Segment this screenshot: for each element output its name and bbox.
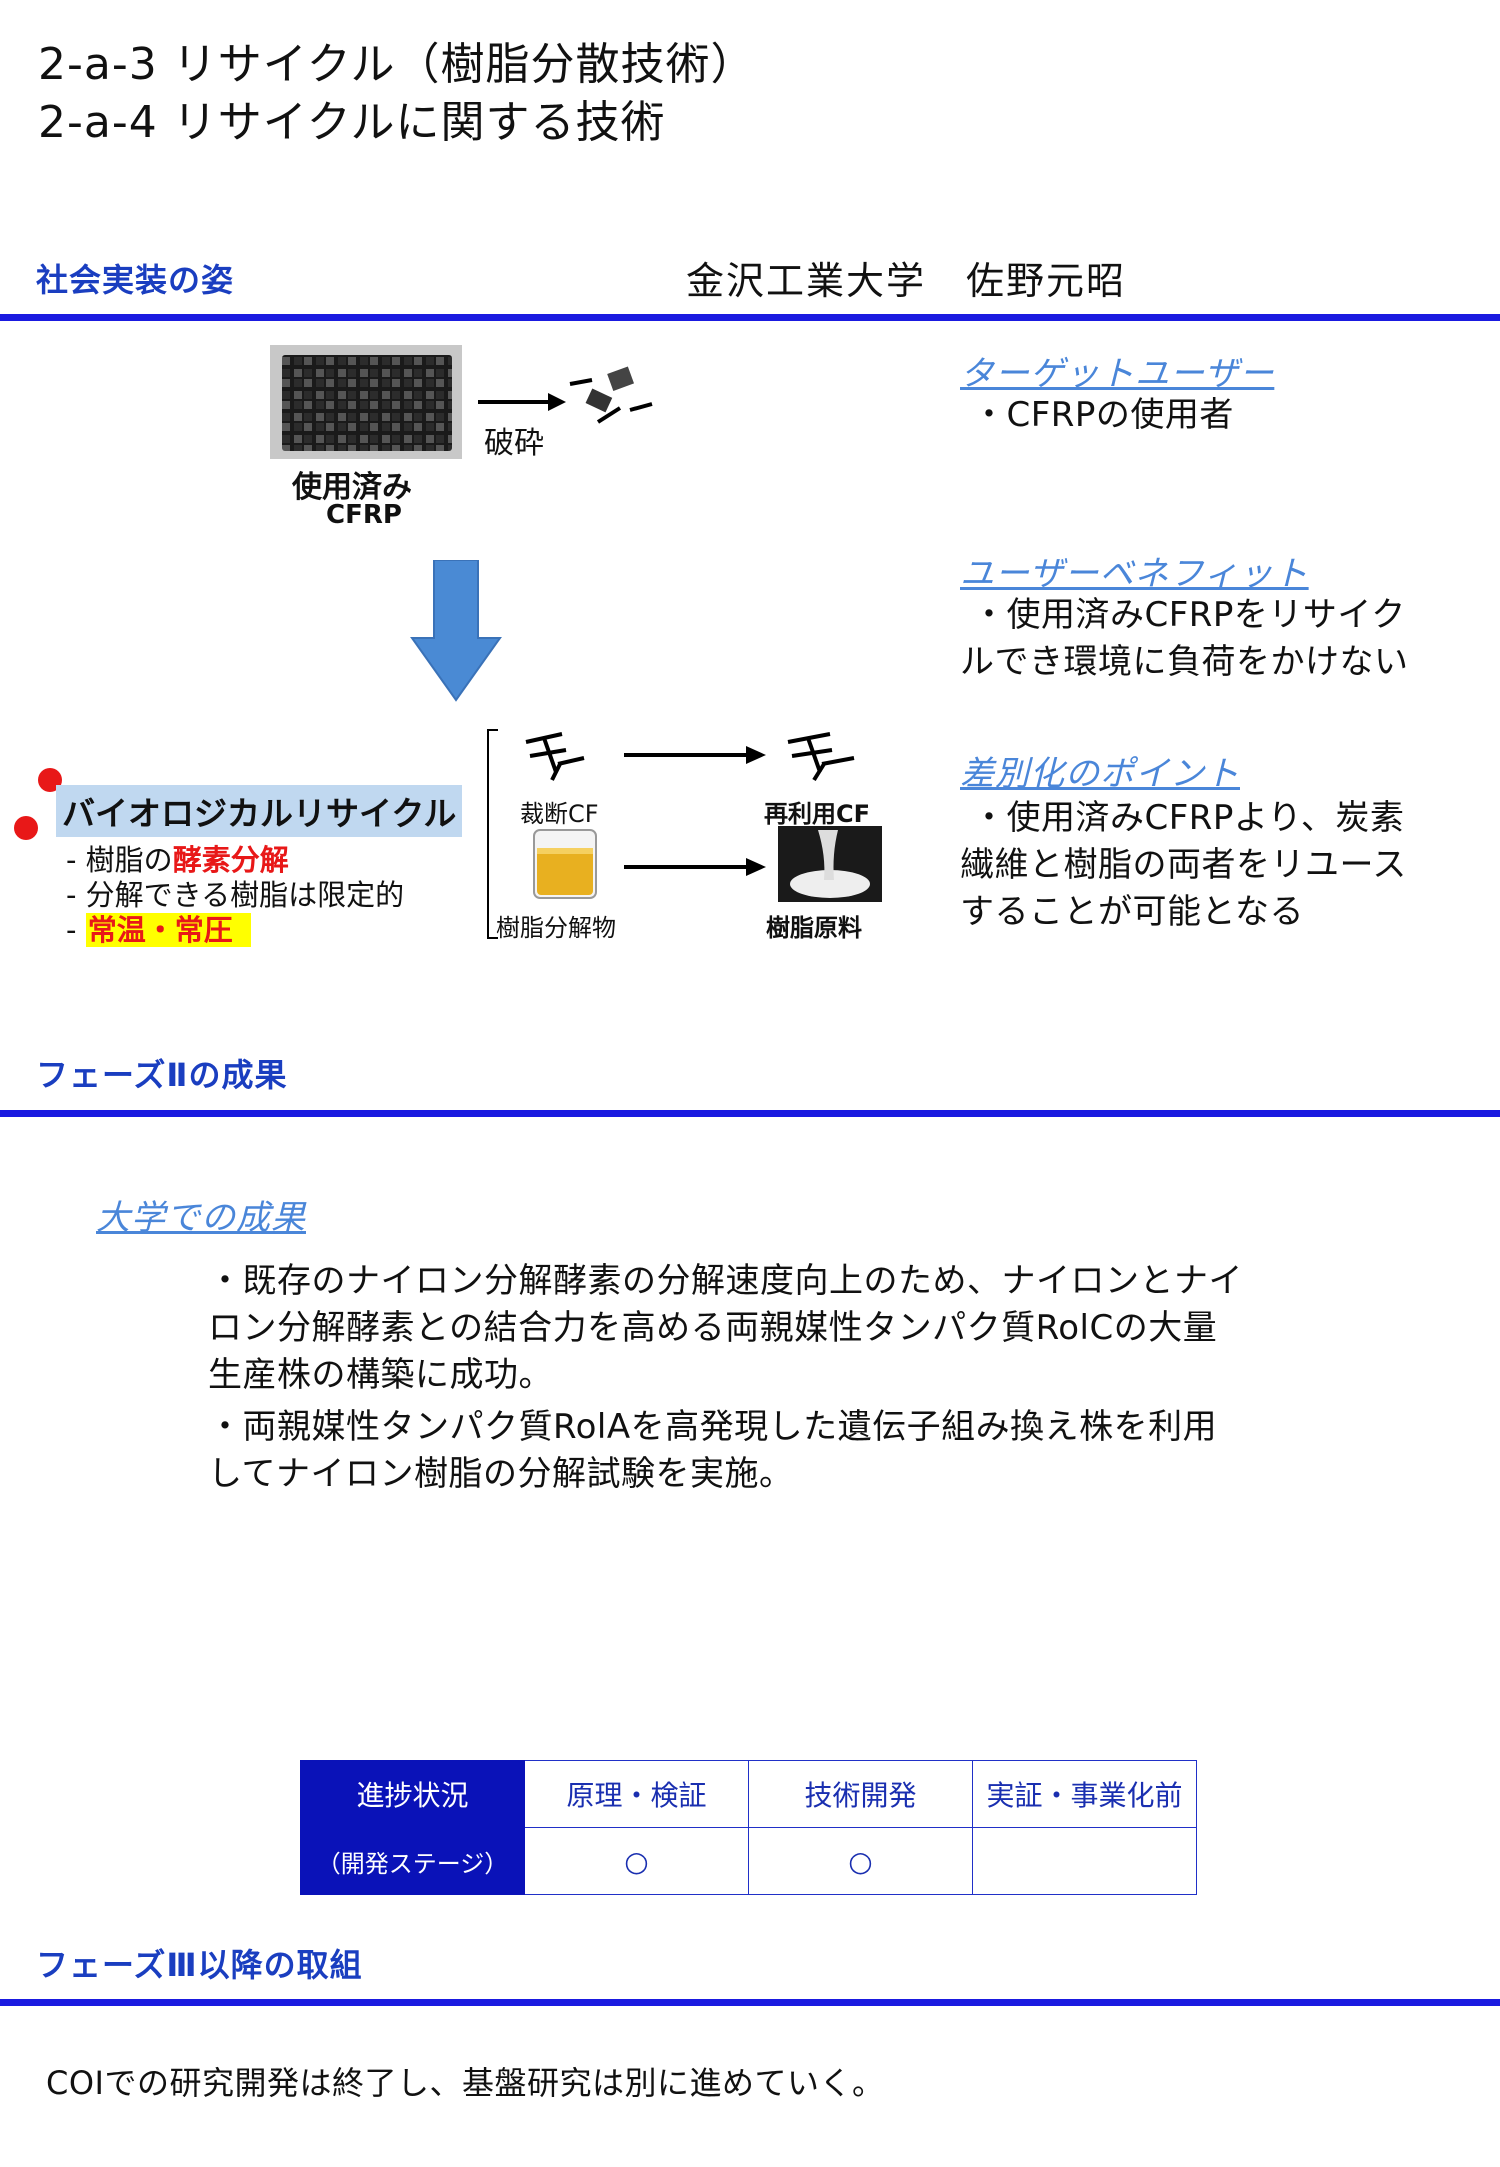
table-row: （開発ステージ） ○ ○ bbox=[300, 1827, 1197, 1895]
paragraph-line: してナイロン樹脂の分解試験を実施。 bbox=[208, 1454, 794, 1494]
resin-raw-material-label: 樹脂原料 bbox=[766, 914, 862, 942]
differentiation-text: ・使用済みCFRPより、炭素 繊維と樹脂の両者をリユース することが可能となる bbox=[960, 795, 1407, 936]
stage-header-cell: 技術開発 bbox=[748, 1760, 973, 1828]
resin-raw-material-image bbox=[778, 826, 882, 902]
differentiation-line: 繊維と樹脂の両者をリユース bbox=[960, 845, 1407, 885]
phase2-paragraph-2: ・両親媒性タンパク質RolAを高発現した遺伝子組み換え株を利用 してナイロン樹脂… bbox=[208, 1404, 1217, 1498]
resin-pour-icon bbox=[790, 830, 870, 898]
bullet-enzyme: - 樹脂の酵素分解 bbox=[66, 843, 404, 878]
crush-label: 破砕 bbox=[484, 426, 544, 461]
social-implementation-heading: 社会実装の姿 bbox=[36, 261, 235, 299]
right-arrow-icon bbox=[624, 746, 766, 764]
phase2-paragraph-1: ・既存のナイロン分解酵素の分解速度向上のため、ナイロンとナイ ロン分解酵素との結… bbox=[208, 1258, 1243, 1399]
reuse-cf-fiber-icon bbox=[787, 732, 855, 782]
beaker-icon bbox=[533, 829, 597, 899]
stage-mark-cell: ○ bbox=[524, 1827, 749, 1895]
page-title-line-2: 2-a-4 リサイクルに関する技術 bbox=[38, 97, 666, 148]
differentiation-line: ・使用済みCFRPより、炭素 bbox=[972, 798, 1405, 838]
section-rule bbox=[0, 1999, 1500, 2006]
progress-label-cell: 進捗状況 bbox=[300, 1760, 525, 1828]
used-cfrp-label-2: CFRP bbox=[326, 500, 402, 530]
user-benefit-line: ルでき環境に負荷をかけない bbox=[960, 642, 1409, 682]
paragraph-line: ・既存のナイロン分解酵素の分解速度向上のため、ナイロンとナイ bbox=[208, 1261, 1243, 1301]
down-arrow-icon bbox=[410, 560, 502, 702]
crush-arrow-icon bbox=[478, 366, 653, 424]
bullet-prefix: - bbox=[66, 913, 86, 947]
paragraph-line: 生産株の構築に成功。 bbox=[208, 1355, 553, 1395]
bracket-icon bbox=[487, 729, 498, 939]
progress-table: 進捗状況 原理・検証 技術開発 実証・事業化前 （開発ステージ） ○ ○ bbox=[300, 1760, 1197, 1895]
crushed-fragments-icon bbox=[569, 366, 653, 424]
target-user-heading: ターゲットユーザー bbox=[960, 354, 1275, 394]
stage-mark-cell: ○ bbox=[748, 1827, 973, 1895]
section-rule bbox=[0, 1110, 1500, 1117]
target-user-text: ・CFRPの使用者 bbox=[972, 395, 1234, 435]
reuse-cf-label: 再利用CF bbox=[764, 800, 871, 828]
biological-recycle-label: バイオロジカルリサイクル bbox=[56, 785, 463, 837]
enzyme-highlight: 酵素分解 bbox=[172, 843, 289, 877]
cut-cf-fiber-icon bbox=[525, 732, 585, 781]
phase3-heading: フェーズⅢ以降の取組 bbox=[36, 1946, 363, 1984]
bullet-prefix: - 樹脂の bbox=[66, 843, 173, 877]
bullet-limited-resin: - 分解できる樹脂は限定的 bbox=[66, 878, 405, 912]
paragraph-line: ・両親媒性タンパク質RolAを高発現した遺伝子組み換え株を利用 bbox=[208, 1407, 1218, 1447]
cfrp-sheet-image bbox=[270, 345, 462, 459]
differentiation-line: することが可能となる bbox=[960, 892, 1304, 932]
phase2-heading: フェーズⅡの成果 bbox=[36, 1056, 288, 1094]
bullet-room-temp: - 常温・常圧 bbox=[66, 913, 404, 948]
user-benefit-heading: ユーザーベネフィット bbox=[960, 554, 1309, 594]
stage-header-cell: 原理・検証 bbox=[524, 1760, 749, 1828]
affiliation: 金沢工業大学 佐野元昭 bbox=[686, 259, 1127, 303]
progress-sublabel-cell: （開発ステージ） bbox=[300, 1827, 525, 1895]
used-cfrp-label-1: 使用済み bbox=[292, 470, 412, 505]
bio-bullet-list: - 樹脂の酵素分解 - 分解できる樹脂は限定的 - 常温・常圧 bbox=[66, 843, 404, 948]
resin-decomposition-label: 樹脂分解物 bbox=[496, 914, 616, 942]
stage-header-cell: 実証・事業化前 bbox=[972, 1760, 1197, 1828]
university-results-heading: 大学での成果 bbox=[96, 1198, 306, 1238]
red-bullet-icon bbox=[14, 816, 38, 840]
user-benefit-line: ・使用済みCFRPをリサイク bbox=[972, 595, 1406, 635]
paragraph-line: ロン分解酵素との結合力を高める両親媒性タンパク質RolCの大量 bbox=[208, 1308, 1218, 1348]
right-arrow-icon bbox=[624, 858, 766, 876]
differentiation-heading: 差別化のポイント bbox=[960, 754, 1240, 794]
page-title-line-1: 2-a-3 リサイクル（樹脂分散技術） bbox=[38, 39, 756, 90]
cfrp-weave-icon bbox=[282, 355, 452, 451]
user-benefit-text: ・使用済みCFRPをリサイク ルでき環境に負荷をかけない bbox=[960, 592, 1409, 686]
room-temp-highlight: 常温・常圧 bbox=[85, 913, 251, 947]
phase3-text: COIでの研究開発は終了し、基盤研究は別に進めていく。 bbox=[46, 2064, 885, 2102]
cut-cf-label: 裁断CF bbox=[520, 800, 599, 828]
stage-mark-cell bbox=[972, 1827, 1197, 1895]
section-rule bbox=[0, 314, 1500, 321]
table-row: 進捗状況 原理・検証 技術開発 実証・事業化前 bbox=[300, 1760, 1197, 1828]
